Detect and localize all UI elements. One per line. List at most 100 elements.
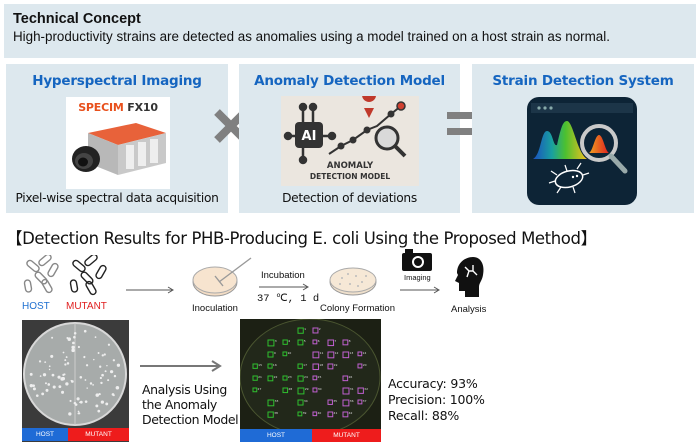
colony-dot <box>86 387 88 389</box>
camera-icon <box>402 249 432 271</box>
mutant-detection-box <box>357 399 363 405</box>
anomaly-model-image: AI ANOMALY DETECTION MODEL <box>281 88 419 186</box>
concept-description: High-productivity strains are detected a… <box>13 29 610 44</box>
colony-dot <box>98 392 101 396</box>
colony-dot <box>39 375 42 377</box>
detection-index: 26 <box>348 375 352 379</box>
colony-dot <box>58 385 62 389</box>
colony-dot <box>29 372 33 376</box>
mutant-detection-box <box>327 399 333 405</box>
host-detection-box <box>282 351 288 357</box>
analysis-caption-line: the Anomaly <box>142 397 217 412</box>
detection-index: 39 <box>303 411 307 415</box>
colony-dot <box>45 388 49 392</box>
colony-dot <box>115 386 120 390</box>
host-detection-box <box>252 363 258 369</box>
colony-dot <box>105 402 109 406</box>
detection-index: 3 <box>275 339 277 343</box>
colony-dot <box>83 355 86 359</box>
results-title: 【Detection Results for PHB-Producing E. … <box>6 229 597 248</box>
colony-dot <box>72 341 75 345</box>
colony-dot <box>32 384 35 388</box>
colony-dot <box>101 373 104 377</box>
colony-dot <box>94 336 97 338</box>
strain-detection-app-icon <box>527 97 637 205</box>
colony-dot <box>51 373 55 377</box>
specim-camera-image: SPECIM FX10 <box>66 97 170 189</box>
colony-dot <box>103 353 106 356</box>
mutant-detection-box <box>342 339 349 346</box>
colony-dot <box>67 337 72 341</box>
colony-dot <box>77 410 80 413</box>
mutant-detection-box <box>312 411 318 417</box>
colony-dot <box>107 379 110 382</box>
colony-dot <box>99 376 102 380</box>
colony-dot <box>57 375 61 379</box>
host-detection-box <box>252 375 258 381</box>
detection-index: 20 <box>363 363 367 367</box>
analysis-caption-line: Analysis Using <box>142 382 227 397</box>
detection-index: 33 <box>275 399 279 403</box>
petri-plate-image <box>23 322 127 426</box>
colony-dot <box>70 379 73 382</box>
colony-dot <box>64 359 67 362</box>
mutant-detection-box <box>312 351 320 359</box>
mutant-detection-box <box>327 339 335 347</box>
host-detection-box <box>297 363 303 369</box>
mutant-detection-box <box>357 363 363 369</box>
detection-index: 25 <box>318 375 322 379</box>
mutant-detection-box <box>342 375 349 382</box>
plate-host-bar: HOST <box>22 428 68 441</box>
colony-dot <box>44 382 47 385</box>
colony-dot <box>71 348 75 353</box>
colony-dot <box>41 392 45 396</box>
mutant-detection-box <box>312 363 320 371</box>
equals-operator <box>445 110 481 144</box>
colony-dot <box>85 364 89 367</box>
colony-dot <box>99 365 102 368</box>
incubation-label: Incubation <box>261 270 305 281</box>
result-mutant-bar: MUTANT <box>312 429 381 442</box>
detection-index: 30 <box>318 387 322 391</box>
colony-dot <box>68 412 72 416</box>
host-detection-box <box>267 399 275 407</box>
host-detection-box <box>297 387 305 395</box>
colony-dot <box>61 390 65 394</box>
accuracy-metric: Accuracy: 93% <box>388 376 478 391</box>
host-detection-box <box>267 363 273 369</box>
detection-index: 10 <box>288 351 292 355</box>
detection-index: 16 <box>273 363 277 367</box>
detection-index: 32 <box>364 387 368 391</box>
colony-dot <box>62 351 65 354</box>
colony-dot <box>100 400 105 404</box>
detection-index: 28 <box>288 387 292 391</box>
analysis-caption: Analysis Using the Anomaly Detection Mod… <box>142 382 239 427</box>
panel-title: Hyperspectral Imaging <box>32 73 202 89</box>
colony-dot <box>107 343 111 346</box>
host-detection-box <box>252 387 258 393</box>
host-detection-box <box>297 327 304 334</box>
petri-dish-inoculation-icon <box>192 257 252 297</box>
detection-index: 29 <box>305 387 309 391</box>
colony-dot <box>29 384 33 388</box>
host-detection-box <box>267 339 275 347</box>
colony-dot <box>95 393 99 397</box>
colony-dot <box>104 370 107 373</box>
colony-dot <box>69 399 72 403</box>
colony-dot <box>79 375 83 379</box>
colony-dot <box>65 382 69 386</box>
panel-title: Strain Detection System <box>492 73 674 89</box>
mutant-detection-box <box>342 399 350 407</box>
magnifier-alert-icon <box>374 125 400 151</box>
detection-index: 6 <box>318 339 320 343</box>
detection-index: 40 <box>317 411 321 415</box>
colony-dot <box>111 370 114 373</box>
mutant-detection-box <box>327 363 334 370</box>
camera-icon <box>72 123 166 175</box>
detection-index: 13 <box>349 351 353 355</box>
detection-index: 17 <box>303 363 307 367</box>
detection-index: 8 <box>349 339 351 343</box>
arrow-icon <box>259 283 309 291</box>
